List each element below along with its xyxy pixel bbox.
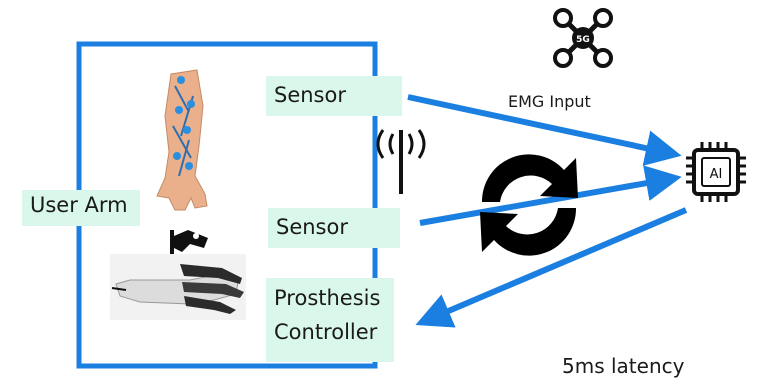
arrow-sensor2-to-ai xyxy=(419,165,682,226)
ai-chip-icon: AI xyxy=(686,142,746,202)
user-arm-label: User Arm xyxy=(22,190,140,226)
antenna-icon xyxy=(376,129,426,194)
arrow-ai-to-controller xyxy=(415,207,688,328)
latency-label: 5ms latency xyxy=(562,354,685,378)
emg-input-label: EMG Input xyxy=(508,92,591,111)
sensor-1-box: Sensor xyxy=(266,76,402,116)
sensor-2-text: Sensor xyxy=(276,215,348,239)
ai-chip-label: AI xyxy=(710,167,723,182)
sync-arrows-icon xyxy=(480,154,578,256)
drone-5g-icon: 5G xyxy=(553,8,613,68)
prosthesis-controller-line2: Controller xyxy=(274,319,378,344)
user-arm-text: User Arm xyxy=(30,193,128,217)
camera-icon xyxy=(170,230,208,260)
arrow-sensor1-to-ai xyxy=(407,94,682,166)
prosthetic-hand-icon xyxy=(110,254,246,320)
arm-image-icon xyxy=(156,69,208,211)
sensor-1-text: Sensor xyxy=(274,83,346,107)
prosthesis-controller-line1: Prosthesis xyxy=(274,286,381,310)
prosthesis-controller-box: Prosthesis Controller xyxy=(266,278,394,362)
drone-badge-text: 5G xyxy=(576,35,590,45)
sensor-2-box: Sensor xyxy=(268,208,400,248)
